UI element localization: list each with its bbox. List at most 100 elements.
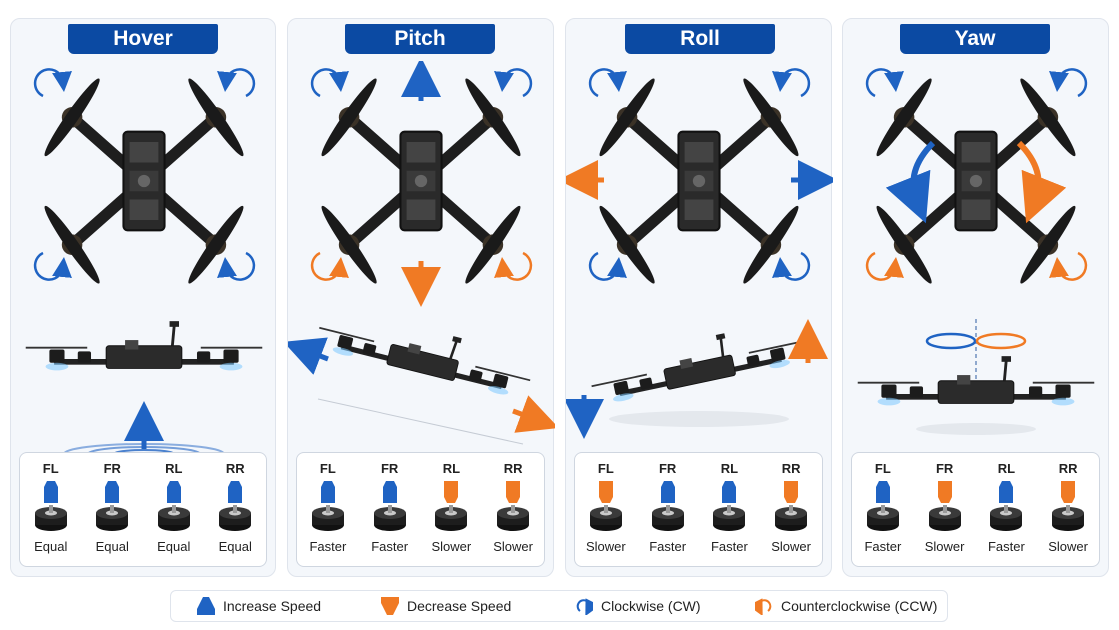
motor-label: RR: [225, 461, 245, 476]
drone-icon: [40, 75, 248, 287]
motor-rr: RR Equal: [205, 453, 267, 566]
up-arrow-icon: [875, 481, 890, 503]
motor-state: Slower: [924, 539, 965, 554]
drone-side-view: [564, 315, 831, 479]
motor-fl: FL Faster: [297, 453, 359, 566]
motor-state: Equal: [95, 539, 129, 554]
motor-speed-table: FL Faster FR Faster RL Slower RR Slower: [296, 452, 545, 567]
motor-label: RL: [165, 461, 183, 476]
up-arrow-icon: [43, 481, 58, 503]
counterclockwise-icon: [755, 598, 772, 615]
motor-rl: RL Slower: [421, 453, 483, 566]
down-arrow-icon: [784, 481, 799, 503]
panel-title: Roll: [625, 24, 775, 54]
motor-state: Slower: [493, 539, 533, 554]
down-arrow-icon: [381, 597, 399, 615]
down-arrow-icon: [1061, 481, 1076, 503]
motor-label: RR: [781, 461, 801, 476]
panel-title: Yaw: [900, 24, 1050, 54]
motor-state: Faster: [649, 539, 687, 554]
motor-label: RL: [442, 461, 461, 476]
drone-side-view: [283, 302, 559, 479]
clockwise-icon: [33, 68, 72, 98]
motor-label: FL: [874, 461, 891, 476]
drone-top-view: [843, 61, 1108, 321]
down-arrow-icon: [444, 481, 459, 503]
legend-label: Decrease Speed: [407, 598, 512, 614]
up-arrow-icon: [999, 481, 1014, 503]
drone-top-view: [558, 61, 838, 321]
motor-label: RR: [1058, 461, 1078, 476]
motor-label: FR: [380, 461, 399, 476]
motor-icon: [712, 503, 746, 533]
motor-state: Equal: [34, 539, 68, 554]
motor-icon: [373, 503, 407, 533]
drone-top-view: [288, 57, 553, 321]
motor-rr: RR Slower: [1037, 453, 1099, 566]
motor-state: Equal: [157, 539, 191, 554]
motor-label: RL: [720, 461, 739, 476]
motor-state: Equal: [218, 539, 252, 554]
motor-icon: [989, 503, 1023, 533]
up-arrow-icon: [320, 481, 335, 503]
up-arrow-icon: [382, 481, 397, 503]
motor-icon: [218, 503, 252, 533]
motor-state: Slower: [1048, 539, 1088, 554]
motor-icon: [434, 503, 468, 533]
panel-title: Pitch: [345, 24, 495, 54]
legend-label: Increase Speed: [223, 598, 322, 614]
motor-icon: [496, 503, 530, 533]
up-arrow-icon: [166, 481, 181, 503]
motor-icon: [774, 503, 808, 533]
motor-icon: [311, 503, 345, 533]
motor-fr: FR Faster: [637, 453, 699, 566]
motor-icon: [866, 503, 900, 533]
clockwise-icon: [33, 251, 72, 281]
down-arrow-icon: [598, 481, 613, 503]
motor-icon: [34, 503, 68, 533]
panel-pitch: Pitch FL Faster FR Faster RL Slower RR Slower: [283, 18, 559, 577]
motor-rl: RL Equal: [143, 453, 205, 566]
clockwise-icon: [576, 598, 593, 615]
down-arrow-icon: [506, 481, 521, 503]
motor-fr: FR Faster: [359, 453, 421, 566]
motor-label: FR: [658, 461, 677, 476]
legend-label: Counterclockwise (CCW): [781, 598, 938, 614]
up-arrow-icon: [722, 481, 737, 503]
up-arrow-icon: [197, 597, 215, 615]
legend: Increase Speed Decrease Speed Clockwise …: [170, 590, 948, 622]
motor-icon: [1051, 503, 1085, 533]
up-arrow-icon: [228, 481, 243, 503]
drone-side-view: [843, 319, 1108, 479]
motor-label: FL: [319, 461, 336, 476]
motor-label: RR: [503, 461, 523, 476]
drone-top-view: [11, 61, 275, 321]
legend-label: Clockwise (CW): [601, 598, 701, 614]
motor-state: Faster: [864, 539, 902, 554]
clockwise-icon: [217, 68, 256, 98]
motor-icon: [95, 503, 129, 533]
motor-icon: [157, 503, 191, 533]
motor-state: Faster: [371, 539, 409, 554]
down-arrow-icon: [937, 481, 952, 503]
panel-title: Hover: [68, 24, 218, 54]
motor-label: FR: [935, 461, 954, 476]
motor-icon: [651, 503, 685, 533]
motor-state: Faster: [309, 539, 347, 554]
motor-state: Faster: [987, 539, 1025, 554]
motor-state: Slower: [431, 539, 472, 554]
up-arrow-icon: [660, 481, 675, 503]
motor-label: FL: [597, 461, 614, 476]
motor-icon: [589, 503, 623, 533]
